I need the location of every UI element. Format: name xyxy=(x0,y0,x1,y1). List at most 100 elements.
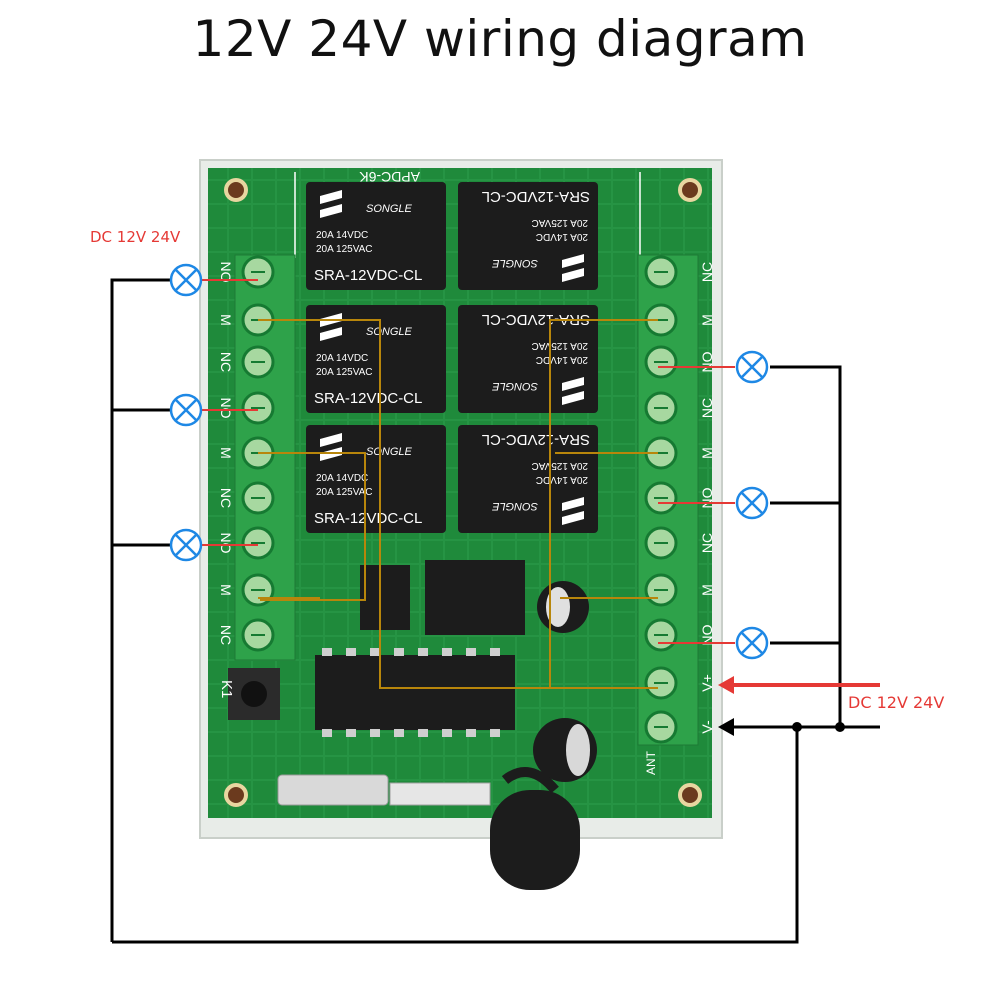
terminal-label: NO xyxy=(699,351,715,372)
external-wiring xyxy=(110,278,880,944)
relay-spec-2: 20A 125VAC xyxy=(316,487,373,498)
relay-1: SONGLE 20A 14VDC 20A 125VAC SRA-12VDC-CL xyxy=(306,182,446,290)
terminal-label: M xyxy=(218,584,234,596)
relay-model: SRA-12VDC-CL xyxy=(314,267,422,284)
relay-4: SONGLE 20A 14VDC 20A 125VAC SRA-12VDC-CL xyxy=(458,305,598,413)
terminal-label: NC xyxy=(699,262,715,282)
left-terminal-labels: NO M NC NO M NC NO M NC xyxy=(218,262,234,646)
terminal-label: V- xyxy=(699,720,715,734)
relay-spec-1: 20A 14VDC xyxy=(536,231,588,242)
relay-spec-1: 20A 14VDC xyxy=(536,354,588,365)
lamp-icon xyxy=(735,626,769,660)
junction-dot xyxy=(835,722,845,732)
mounting-holes xyxy=(224,178,702,807)
lamp-terminal-links xyxy=(200,279,735,644)
terminal-screw xyxy=(644,666,678,700)
ic-chip-medium xyxy=(425,560,525,635)
terminal-screw xyxy=(241,526,275,560)
relay-model: SRA-12VDC-CL xyxy=(314,510,422,527)
terminal-label: NO xyxy=(218,533,234,554)
power-negative-arrow xyxy=(718,718,734,736)
relay-spec-1: 20A 14VDC xyxy=(536,474,588,485)
terminal-screw xyxy=(241,391,275,425)
lamp-icon xyxy=(735,350,769,384)
terminal-label: NO xyxy=(699,624,715,645)
terminal-label: M xyxy=(699,584,715,596)
lamp-icon xyxy=(169,263,203,297)
terminal-screw xyxy=(644,573,678,607)
terminal-screw xyxy=(644,481,678,515)
terminal-label: V+ xyxy=(699,674,715,692)
relay-model: SRA-12VDC-CL xyxy=(314,390,422,407)
terminal-label: NC xyxy=(218,625,234,645)
relay-spec-2: 20A 125VAC xyxy=(531,217,588,228)
terminal-screw xyxy=(644,255,678,289)
relay-spec-2: 20A 125VAC xyxy=(316,367,373,378)
relay-brand: SONGLE xyxy=(491,257,538,269)
terminal-screw xyxy=(644,618,678,652)
diagram-title: 12V 24V wiring diagram xyxy=(192,10,808,68)
relay-6: SONGLE 20A 14VDC 20A 125VAC SRA-12VDC-CL xyxy=(458,425,598,533)
lamp-icon xyxy=(169,393,203,427)
k1-push-button xyxy=(228,668,280,720)
capacitor-bottom xyxy=(533,718,597,782)
relay-spec-1: 20A 14VDC xyxy=(316,473,368,484)
terminal-label: M xyxy=(699,314,715,326)
lamp-icon xyxy=(735,486,769,520)
right-terminal-screws xyxy=(644,255,678,744)
antenna-label: ANT xyxy=(644,750,658,775)
terminal-screw xyxy=(644,345,678,379)
lamp-symbols xyxy=(169,263,769,660)
relay-spec-2: 20A 125VAC xyxy=(531,460,588,471)
relay-brand: SONGLE xyxy=(366,446,413,458)
power-positive-arrow xyxy=(718,676,880,694)
terminal-label: NO xyxy=(218,262,234,283)
terminal-screw xyxy=(644,391,678,425)
ic-chip-small xyxy=(360,565,410,630)
button-label: K1 xyxy=(218,680,235,698)
terminal-label: NO xyxy=(218,398,234,419)
relay-spec-1: 20A 14VDC xyxy=(316,353,368,364)
relay-brand: SONGLE xyxy=(366,326,413,338)
internal-connection-lines xyxy=(258,319,658,689)
lamp-icon xyxy=(169,528,203,562)
relay-2: SONGLE 20A 14VDC 20A 125VAC SRA-12VDC-CL xyxy=(458,182,598,290)
crystal-oscillator xyxy=(277,774,389,806)
terminal-screw xyxy=(644,526,678,560)
antenna-coil xyxy=(490,767,580,890)
dc-power-label-right: DC 12V 24V xyxy=(848,693,945,712)
relay-brand: SONGLE xyxy=(491,500,538,512)
terminal-label: NC xyxy=(699,533,715,553)
left-terminal-screws xyxy=(241,255,275,652)
terminal-screw xyxy=(241,255,275,289)
relay-model: SRA-12VDC-CL xyxy=(482,188,590,205)
dc-power-label-left: DC 12V 24V xyxy=(90,228,181,246)
terminal-label: NC xyxy=(699,398,715,418)
ic-pins xyxy=(322,648,500,737)
ic-chip-large xyxy=(315,655,515,730)
terminal-label: NC xyxy=(218,488,234,508)
relay-brand: SONGLE xyxy=(366,203,413,215)
relay-3: SONGLE 20A 14VDC 20A 125VAC SRA-12VDC-CL xyxy=(306,305,446,413)
relay-brand: SONGLE xyxy=(491,380,538,392)
terminal-screw xyxy=(241,481,275,515)
terminal-screw xyxy=(241,345,275,379)
board-model-label: APDC-6K xyxy=(359,169,420,185)
terminal-label: M xyxy=(218,447,234,459)
rf-module-header xyxy=(389,782,491,806)
terminal-screw xyxy=(644,710,678,744)
relay-model: SRA-12VDC-CL xyxy=(482,311,590,328)
relay-5: SONGLE 20A 14VDC 20A 125VAC SRA-12VDC-CL xyxy=(306,425,446,533)
relay-spec-2: 20A 125VAC xyxy=(316,244,373,255)
terminal-label: M xyxy=(699,447,715,459)
capacitor-top xyxy=(537,581,589,633)
terminal-label: M xyxy=(218,314,234,326)
relay-model: SRA-12VDC-CL xyxy=(482,431,590,448)
terminal-screw xyxy=(241,618,275,652)
relay-spec-2: 20A 125VAC xyxy=(531,340,588,351)
relay-spec-1: 20A 14VDC xyxy=(316,230,368,241)
junction-dot xyxy=(792,722,802,732)
terminal-label: NC xyxy=(218,352,234,372)
terminal-label: NO xyxy=(699,487,715,508)
